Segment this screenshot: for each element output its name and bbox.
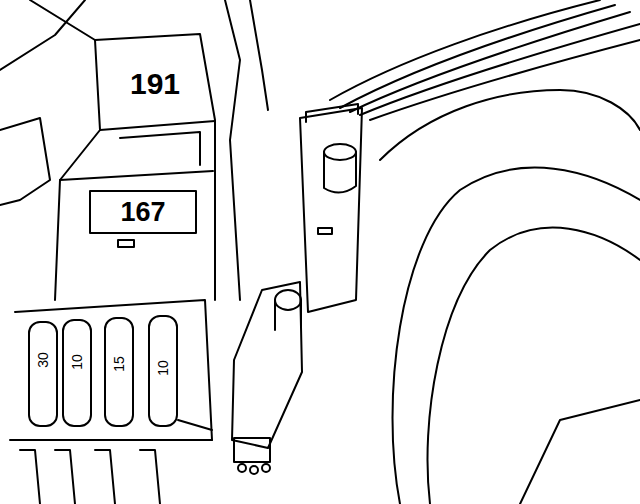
relay-plate: [90, 191, 196, 233]
fuse-block: [10, 439, 212, 441]
pin: [262, 464, 270, 472]
panel-line: [30, 0, 95, 40]
panel-line: [380, 90, 640, 160]
panel-line: [428, 228, 640, 504]
plug-cap: [275, 300, 301, 330]
panel-line: [393, 168, 640, 504]
wire: [178, 420, 212, 430]
harness-wire: [360, 24, 640, 115]
fuse-rating: 10: [156, 360, 170, 376]
fuse: [149, 316, 177, 426]
panel-line: [520, 400, 640, 504]
sensor-cylinder: [324, 152, 356, 193]
relay-outline: [55, 40, 100, 300]
plug-cap: [275, 290, 301, 310]
sensor-housing: [300, 108, 362, 312]
fuse: [63, 320, 91, 426]
relay-slot: [118, 240, 134, 247]
harness-wire: [340, 5, 615, 108]
harness-wire: [330, 0, 600, 100]
panel-line: [250, 0, 268, 110]
panel-line: [0, 118, 50, 205]
pin: [238, 464, 246, 472]
relay-outline: [95, 34, 215, 300]
part-number: 191: [130, 69, 180, 99]
sensor-cylinder: [324, 144, 356, 160]
fuse-rating: 30: [36, 352, 50, 368]
fuse-rating: 15: [112, 356, 126, 372]
harness-wire: [350, 12, 630, 112]
pin: [250, 466, 258, 474]
harness-wire: [370, 40, 640, 120]
sensor-housing: [306, 104, 358, 122]
relay-outline: [100, 121, 215, 130]
plug: [232, 282, 302, 448]
fuse: [29, 322, 57, 426]
panel-line: [0, 0, 85, 70]
fuse-block: [15, 300, 212, 440]
panel-line: [225, 0, 240, 300]
fuse-rating: 10: [70, 354, 84, 370]
fuse: [105, 318, 133, 426]
sensor-slot: [318, 228, 332, 234]
fuse-slot: [20, 450, 160, 504]
plug-terminal: [234, 438, 270, 462]
relay-outline: [60, 171, 213, 180]
part-number: 167: [120, 199, 165, 226]
relay-outline: [120, 132, 200, 165]
